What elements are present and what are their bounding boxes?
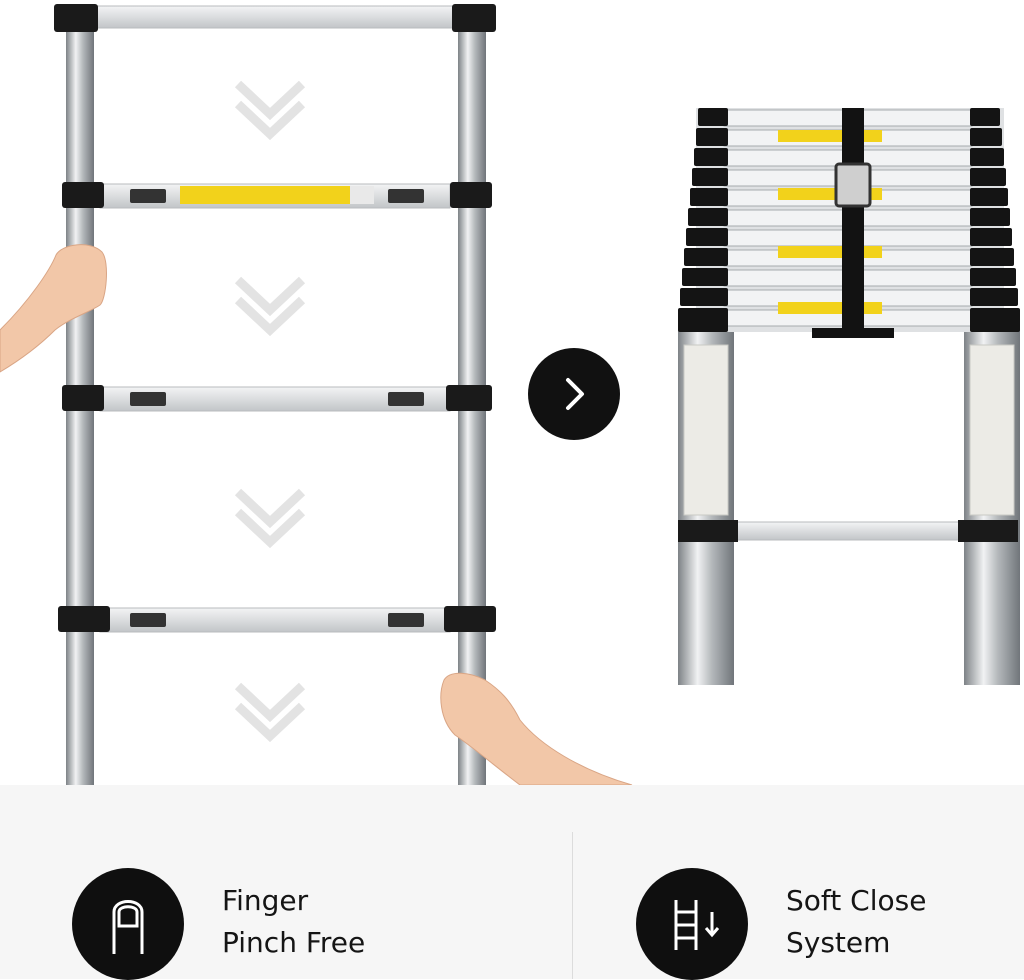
finger-icon: [112, 900, 144, 954]
soft-close-icon-badge: [636, 868, 748, 980]
feature-line-1: Soft Close: [786, 884, 927, 917]
feature-line-1: Finger: [222, 884, 309, 917]
feature-soft-close-system: Soft Close System: [786, 880, 926, 964]
feature-finger-pinch-free: Finger Pinch Free: [222, 880, 365, 964]
extended-ladder: [0, 4, 633, 786]
next-button[interactable]: [528, 348, 620, 440]
feature-line-2: Pinch Free: [222, 926, 366, 959]
product-image-area: [0, 4, 1020, 786]
divider: [572, 832, 573, 979]
ladder-illustration: [0, 4, 1020, 786]
hands: [0, 244, 633, 786]
chevron-right-icon: [566, 378, 584, 410]
feature-line-2: System: [786, 926, 891, 959]
ladder-down-icon: [674, 900, 720, 950]
down-arrows: [234, 80, 306, 743]
collapsed-ladder: [678, 108, 1020, 685]
finger-pinch-icon-badge: [72, 868, 184, 980]
